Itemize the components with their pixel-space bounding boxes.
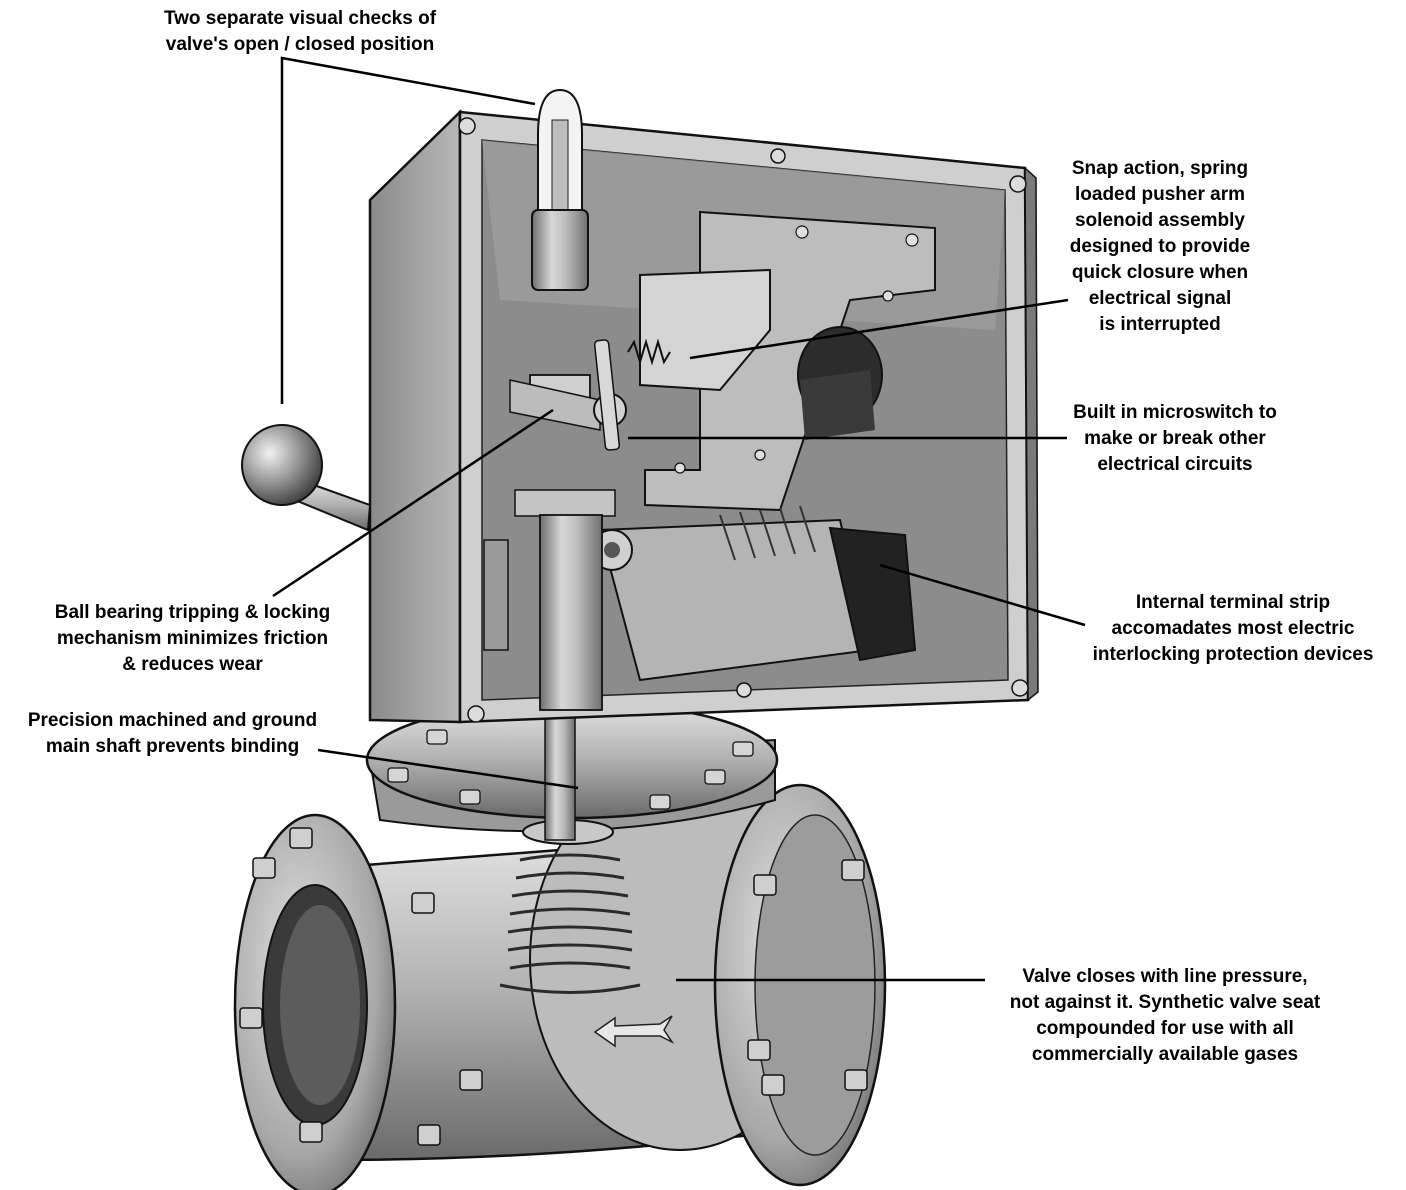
callout-main-shaft: Precision machined and ground main shaft…: [27, 710, 318, 757]
callout-terminal-strip: Internal terminal strip accomadates most…: [1092, 592, 1374, 665]
callout-pusher-arm: Snap action, spring loaded pusher arm so…: [1069, 158, 1251, 335]
leader-pusher-arm: [689, 298, 1069, 360]
flow-arrow: [593, 1015, 675, 1048]
terminal-strip: [598, 505, 917, 682]
leader-ball-bearing: [272, 408, 554, 598]
solenoid-assembly: [627, 210, 936, 512]
callout-visual-checks: Two separate visual checks of valve's op…: [163, 8, 437, 55]
tripping-mechanism: [483, 339, 633, 711]
callout-valve-seat: Valve closes with line pressure, not aga…: [1009, 966, 1321, 1065]
reset-handle: [241, 424, 372, 532]
leader-visual-checks: [280, 56, 536, 404]
bellows: [499, 853, 641, 994]
position-indicator: [531, 88, 589, 291]
left-flange: [233, 813, 397, 1190]
flange-bolts: [239, 827, 868, 1146]
leader-main-shaft: [317, 748, 579, 790]
callout-microswitch: Built in microswitch to make or break ot…: [1073, 402, 1277, 475]
callout-ball-bearing: Ball bearing tripping & locking mechanis…: [54, 602, 331, 675]
leader-terminal-strip: [879, 563, 1086, 627]
